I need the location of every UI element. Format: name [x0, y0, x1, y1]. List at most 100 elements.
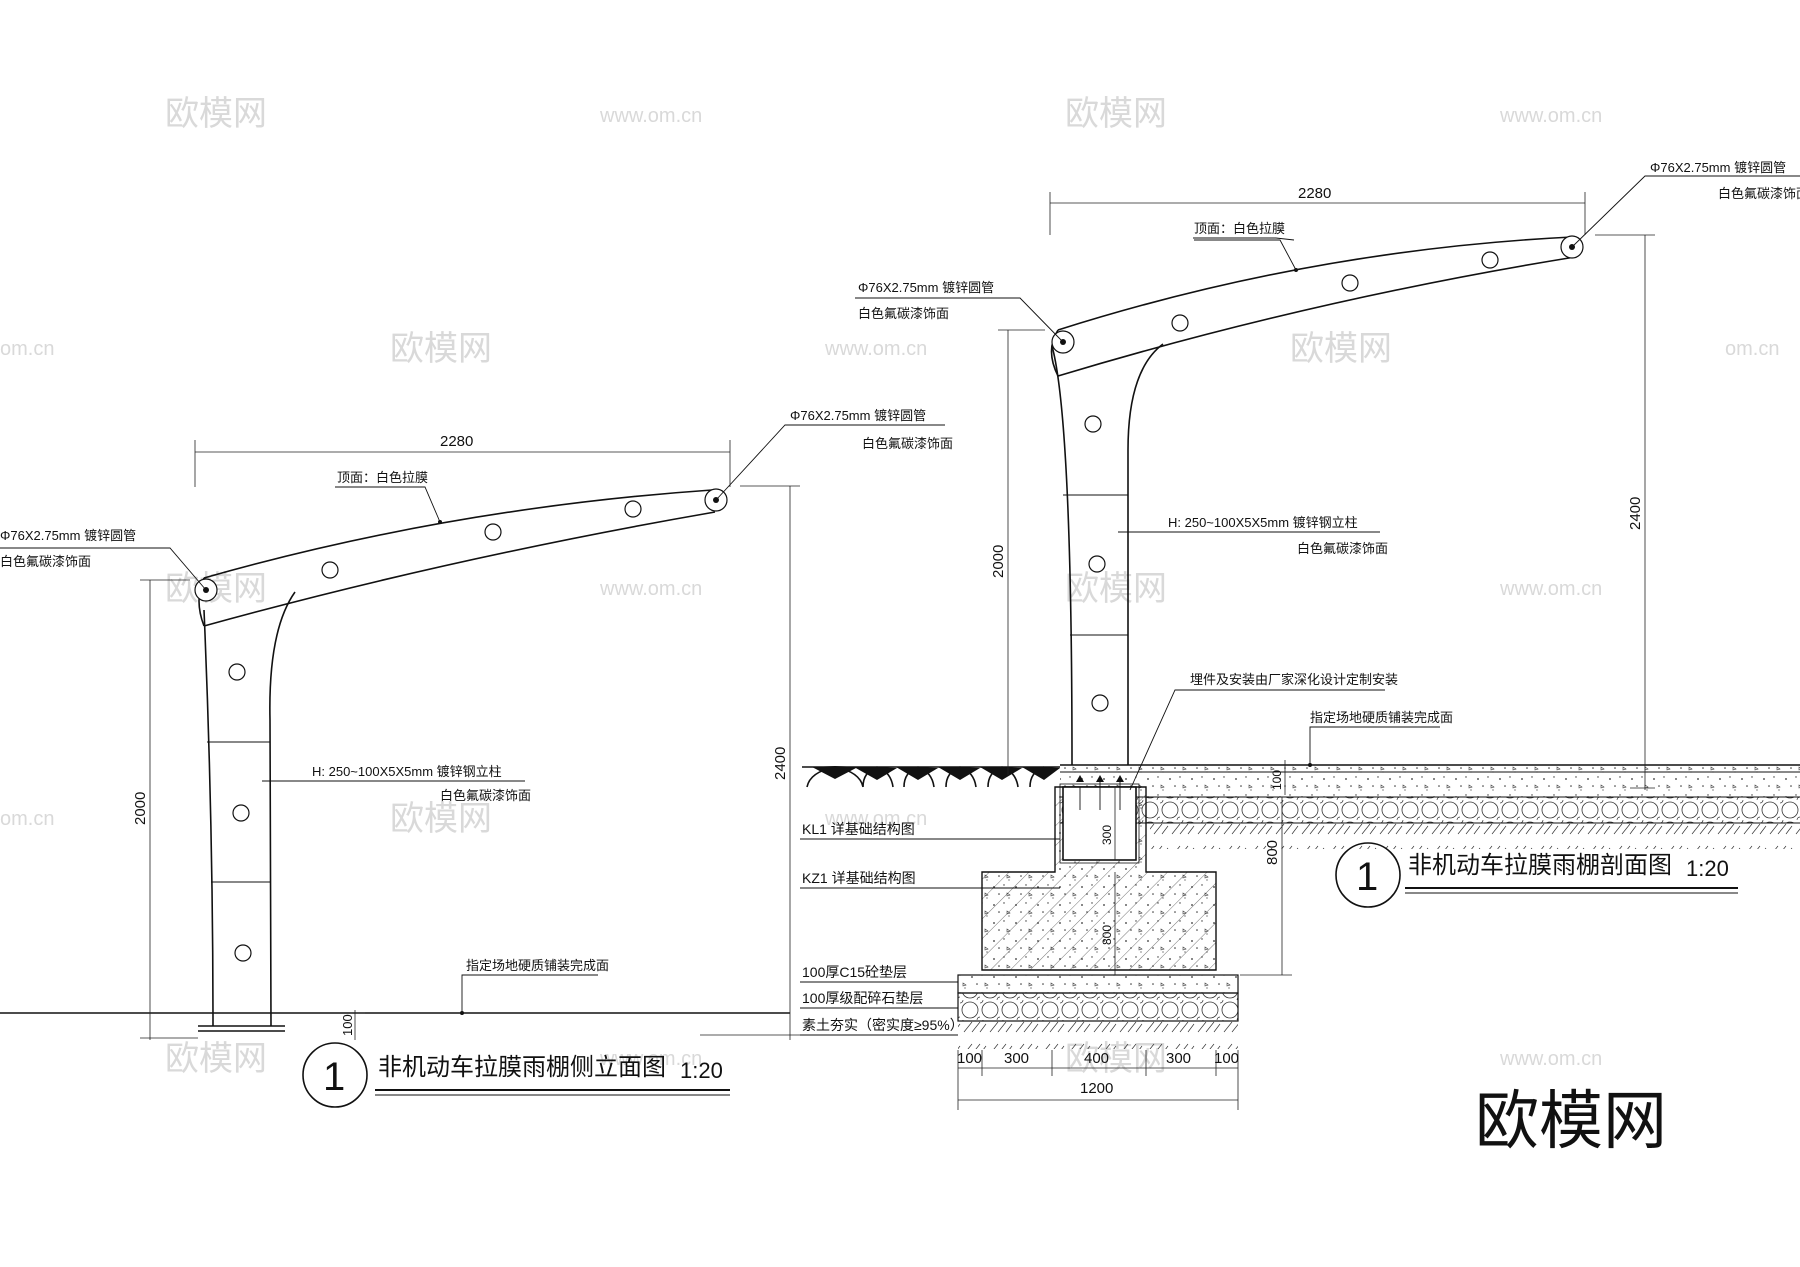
post-left-edge: [1051, 345, 1073, 766]
bolt-hole: [321, 561, 339, 579]
leader-pipe-left: [855, 297, 1064, 343]
roof-label: 顶面：白色拉膜: [337, 470, 428, 485]
leader-ground: [1309, 726, 1440, 765]
beam-kl1: [1062, 786, 1137, 861]
pipe-left-line2: 白色氟碳漆饰面: [858, 306, 949, 321]
watermark-brand: 欧模网: [1065, 569, 1167, 609]
kz1-label: KZ1 详基础结构图: [802, 870, 916, 886]
dim-paving-label: 100: [1270, 770, 1284, 790]
bolt-hole: [1091, 694, 1109, 712]
section-view: 2280 2000 2400 100 800 300 800 100 300 4…: [800, 160, 1800, 1110]
paving-layer: [1060, 765, 1800, 797]
post-line1: H: 250~100X5X5mm 镀锌钢立柱: [312, 764, 502, 779]
post-right-edge: [269, 591, 296, 1027]
ground-label: 指定场地硬质铺装完成面: [466, 958, 609, 973]
watermark-site: www.om.cn: [599, 578, 702, 600]
soil-layer: [1150, 823, 1800, 849]
bottom-dim-2: 300: [1004, 1050, 1029, 1067]
dim-height-post-label: 2000: [132, 792, 149, 825]
watermark-site: www.om.cn: [599, 1048, 702, 1070]
watermark-brand: 欧模网: [165, 94, 267, 134]
watermark-site: www.om.cn: [1499, 105, 1602, 127]
watermark-site: www.om.cn: [1499, 1048, 1602, 1070]
watermark-site: om.cn: [0, 338, 54, 360]
post-right-edge: [1127, 343, 1164, 765]
bolt-hole: [1171, 314, 1189, 332]
dim-height-post-label: 2000: [990, 545, 1007, 578]
pipe-right-line2: 白色氟碳漆饰面: [1718, 186, 1800, 201]
drawing-title: 非机动车拉膜雨棚剖面图: [1408, 852, 1672, 879]
watermark-site: www.om.cn: [1499, 578, 1602, 600]
dim-beam-label: 300: [1100, 825, 1114, 845]
bolt-hole: [1088, 555, 1106, 573]
bottom-dim-5: 100: [1214, 1050, 1239, 1067]
watermark-brand: 欧模网: [390, 329, 492, 369]
ground-label: 指定场地硬质铺装完成面: [1310, 710, 1453, 725]
dim-width-label: 2280: [1298, 185, 1331, 202]
drawing-title: 非机动车拉膜雨棚侧立面图: [378, 1054, 666, 1081]
pipe-right-line2: 白色氟碳漆饰面: [862, 436, 953, 451]
title-number: 1: [323, 1055, 345, 1099]
bottom-dim-3: 400: [1084, 1050, 1109, 1067]
drawing-scale: 1:20: [1686, 856, 1729, 881]
bolt-hole: [484, 523, 502, 541]
pipe-left-line1: Φ76X2.75mm 镀锌圆管: [858, 280, 994, 295]
pipe-right-line1: Φ76X2.75mm 镀锌圆管: [790, 408, 926, 423]
watermark-site: om.cn: [0, 808, 54, 830]
kl1-label: KL1 详基础结构图: [802, 821, 915, 837]
roof-arm-top: [203, 489, 713, 579]
compacted-soil: [958, 1021, 1238, 1049]
layer3-label: 素土夯实（密实度≥95%）: [802, 1017, 964, 1033]
bolt-hole: [1481, 251, 1499, 269]
foundation-outline: [981, 786, 1217, 971]
watermark-brand: 欧模网: [1065, 94, 1167, 134]
leader-embed: [1129, 689, 1385, 791]
post-line2: 白色氟碳漆饰面: [440, 788, 531, 803]
dim-width-label: 2280: [440, 433, 473, 450]
watermark-brand: 欧模网: [390, 799, 492, 839]
watermark-site: om.cn: [1725, 338, 1779, 360]
title-circle: [1335, 842, 1401, 908]
bolt-hole: [1341, 274, 1359, 292]
layer2-label: 100厚级配碎石垫层: [802, 990, 923, 1006]
leader-roof: [1193, 237, 1295, 241]
title-number: 1: [1356, 855, 1378, 899]
dim-depth-label: 800: [1264, 840, 1281, 865]
side-elevation: 2280 2000 2400 100 顶面：白色拉膜 Φ76X2.75mm 镀锌…: [0, 408, 953, 1108]
dim-height-total-label: 2400: [772, 747, 789, 780]
post-line1: H: 250~100X5X5mm 镀锌钢立柱: [1168, 515, 1358, 530]
soil-wedges: [812, 766, 1060, 780]
pipe-left-line1: Φ76X2.75mm 镀锌圆管: [0, 528, 136, 543]
watermark-brand: 欧模网: [165, 1039, 267, 1079]
roof-arm-bottom: [1057, 256, 1576, 377]
watermark-site: www.om.cn: [824, 338, 927, 360]
bolt-hole: [228, 663, 246, 681]
bolt-hole: [624, 500, 642, 518]
embed-label: 埋件及安装由厂家深化设计定制安装: [1190, 672, 1398, 687]
roof-arm-bottom: [203, 511, 716, 627]
bolt-hole: [232, 804, 250, 822]
roof-label: 顶面：白色拉膜: [1194, 221, 1285, 236]
c15-layer: [957, 974, 1239, 994]
watermark-site: www.om.cn: [824, 808, 927, 830]
post-line2: 白色氟碳漆饰面: [1297, 541, 1388, 556]
leader-roof: [335, 486, 441, 523]
watermark-site: www.om.cn: [599, 105, 702, 127]
leader-pipe-left: [0, 547, 207, 591]
leader-pipe-right: [1571, 175, 1800, 248]
dim-base-label: 100: [340, 1014, 355, 1036]
leader-roof: [1194, 239, 1297, 271]
bottom-dim-4: 300: [1166, 1050, 1191, 1067]
bottom-dim-total: 1200: [1080, 1080, 1113, 1097]
bolt-hole: [234, 944, 252, 962]
watermark-layer: 欧模网 www.om.cn 欧模网 www.om.cn om.cn 欧模网 ww…: [0, 94, 1779, 1079]
leader-pipe-right: [715, 424, 945, 501]
layer1-label: 100厚C15砼垫层: [802, 964, 907, 980]
bolt-hole: [1084, 415, 1102, 433]
post-left-edge: [203, 609, 214, 1027]
gravel-cushion: [957, 992, 1239, 1022]
dim-height-total-label: 2400: [1627, 497, 1644, 530]
bottom-dim-1: 100: [957, 1050, 982, 1067]
dim-column-label: 800: [1100, 925, 1114, 945]
